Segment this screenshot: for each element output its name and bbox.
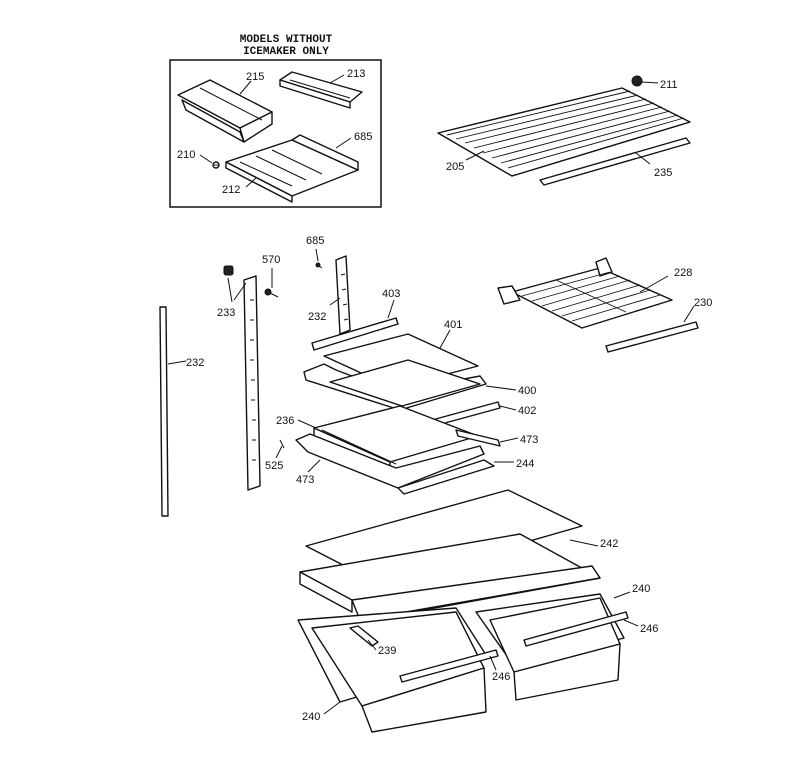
part-232-center-rail xyxy=(335,255,351,335)
inset-title-line2: ICEMAKER ONLY xyxy=(243,46,329,58)
label-473-right: 473 xyxy=(520,434,538,446)
label-402: 402 xyxy=(518,405,536,417)
label-240-right: 240 xyxy=(632,583,650,595)
label-246-left: 246 xyxy=(492,671,510,683)
label-685-inset: 685 xyxy=(354,131,372,143)
part-240-drawer-left xyxy=(297,607,499,733)
label-401: 401 xyxy=(444,319,462,331)
label-239: 239 xyxy=(378,645,396,657)
label-230: 230 xyxy=(694,297,712,309)
part-212-tray xyxy=(225,134,359,203)
label-400: 400 xyxy=(518,385,536,397)
label-211: 211 xyxy=(660,79,678,91)
label-473-left: 473 xyxy=(296,474,314,486)
part-400-frame xyxy=(303,359,487,411)
part-239-divider xyxy=(349,625,379,647)
part-525-screw xyxy=(279,439,285,449)
part-230-trim xyxy=(605,321,699,353)
label-244: 244 xyxy=(516,458,534,470)
label-205: 205 xyxy=(446,161,464,173)
part-473-slide-right xyxy=(455,429,501,447)
label-210: 210 xyxy=(177,149,195,161)
part-235-trim xyxy=(539,137,691,186)
part-403-trim xyxy=(311,317,399,351)
part-232-left-rail xyxy=(159,306,169,517)
label-570: 570 xyxy=(262,254,280,266)
part-213-cover xyxy=(279,71,363,109)
label-213: 213 xyxy=(347,68,365,80)
part-685-screw xyxy=(315,262,323,269)
part-228-wire-shelf xyxy=(497,257,673,329)
part-ladder-rail xyxy=(243,275,261,491)
label-240-left: 240 xyxy=(302,711,320,723)
label-236: 236 xyxy=(276,415,294,427)
part-205-wire-shelf xyxy=(437,87,691,177)
label-403: 403 xyxy=(382,288,400,300)
label-212: 212 xyxy=(222,184,240,196)
part-242-cover xyxy=(299,489,601,621)
label-685: 685 xyxy=(306,235,324,247)
label-228: 228 xyxy=(674,267,692,279)
inset-title-line1: MODELS WITHOUT xyxy=(240,34,333,46)
label-242: 242 xyxy=(600,538,618,550)
label-235: 235 xyxy=(654,167,672,179)
label-232-center: 232 xyxy=(308,311,326,323)
label-232-left: 232 xyxy=(186,357,204,369)
label-525: 525 xyxy=(265,460,283,472)
label-246-right: 246 xyxy=(640,623,658,635)
part-211-cap xyxy=(631,75,643,87)
part-233-clip xyxy=(223,265,234,276)
label-233: 233 xyxy=(217,307,235,319)
part-215-bin xyxy=(177,79,273,143)
label-215: 215 xyxy=(246,71,264,83)
part-570-screw xyxy=(264,288,279,298)
inset-box: MODELS WITHOUT ICEMAKER ONLY xyxy=(169,34,382,208)
part-240-drawer-right xyxy=(475,593,629,701)
part-210-screw xyxy=(212,161,220,169)
part-244-frame xyxy=(295,433,495,495)
